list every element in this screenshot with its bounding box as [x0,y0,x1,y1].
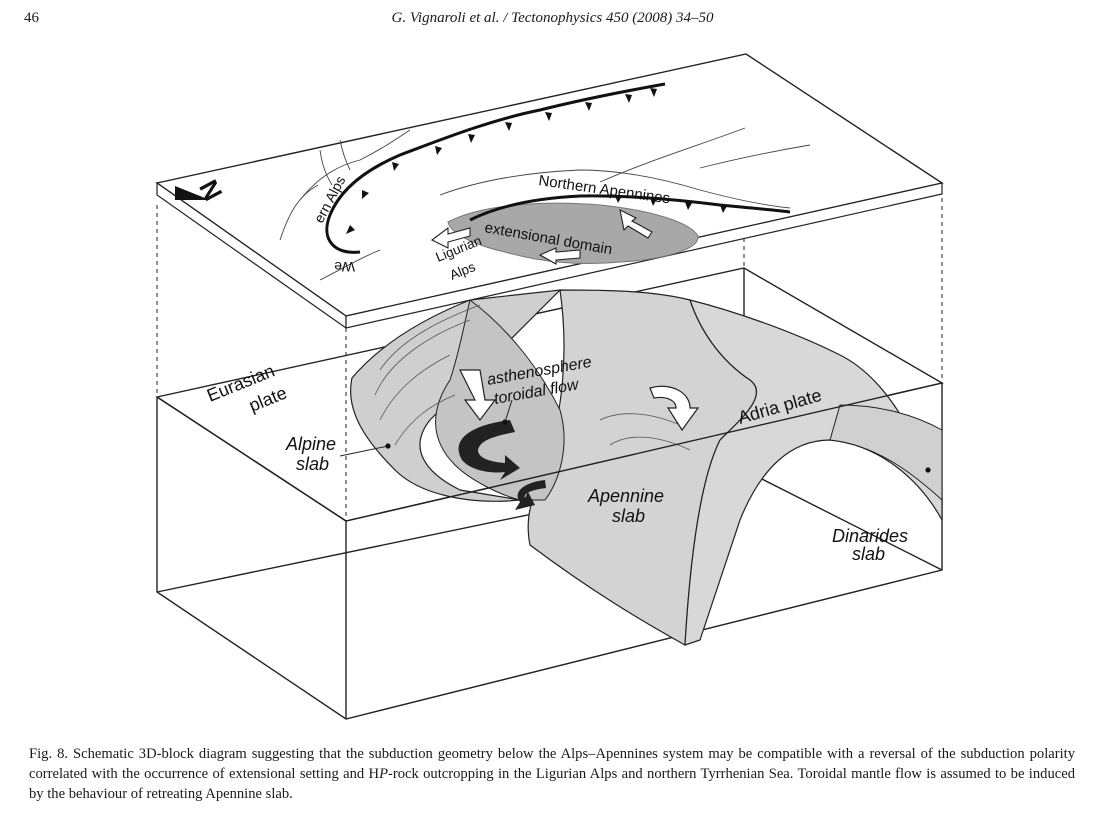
label-dinarides-1: Dinarides [832,526,908,546]
apennine-thrust-front [469,194,791,222]
label-dinarides-2: slab [852,544,885,564]
flow-lines [374,304,691,451]
toroidal-arrow-large [458,420,520,480]
alpine-leader-line [339,445,389,457]
north-arrow-head-icon [175,186,210,200]
label-alps-tail: We [334,259,355,275]
dinarides-slab [684,299,943,646]
asthenosphere-leader-line [504,399,513,423]
label-apennine-1: Apennine [587,486,664,506]
toroidal-flow-arrows [458,369,700,510]
extension-arrows [430,209,653,265]
running-head: G. Vignaroli et al. / Tectonophysics 450… [391,10,714,26]
page-number: 46 [24,10,39,26]
coastlines [279,127,811,281]
caption-text-italic-p: P [379,766,388,782]
dinarides-leader-dot [925,467,931,473]
label-alpine-2: slab [296,454,329,474]
label-apennine-2: slab [612,506,645,526]
lower-block-top-edges [156,382,943,522]
label-alpine-1: Alpine [285,434,336,454]
block-diagram-svg: N ern Alps We Northern Apennines extensi… [155,53,944,720]
alpine-thrust-front [325,82,666,254]
figure-caption: Fig. 8. Schematic 3D-block diagram sugge… [29,744,1075,804]
caption-text-2: -rock outcropping in the Ligurian Alps a… [29,766,1075,802]
lower-block-back-bottom-2 [743,469,943,571]
apennine-thrust-teeth [615,196,727,213]
caption-text-1: Fig. 8. Schematic 3D-block diagram sugge… [29,746,1075,782]
slabs [350,289,943,646]
alpine-leader-dot [385,443,391,449]
adria-downflow-arrow [649,385,700,432]
figure-block-diagram: N ern Alps We Northern Apennines extensi… [0,40,1105,730]
asthenosphere-downflow-arrow [459,369,497,421]
dinarides-slab-tail [829,404,943,502]
toroidal-arrow-small [515,480,546,510]
alpine-thrust-teeth [346,88,657,234]
upper-map-plate: N ern Alps We Northern Apennines extensi… [155,53,944,330]
alpine-slab [350,289,562,502]
